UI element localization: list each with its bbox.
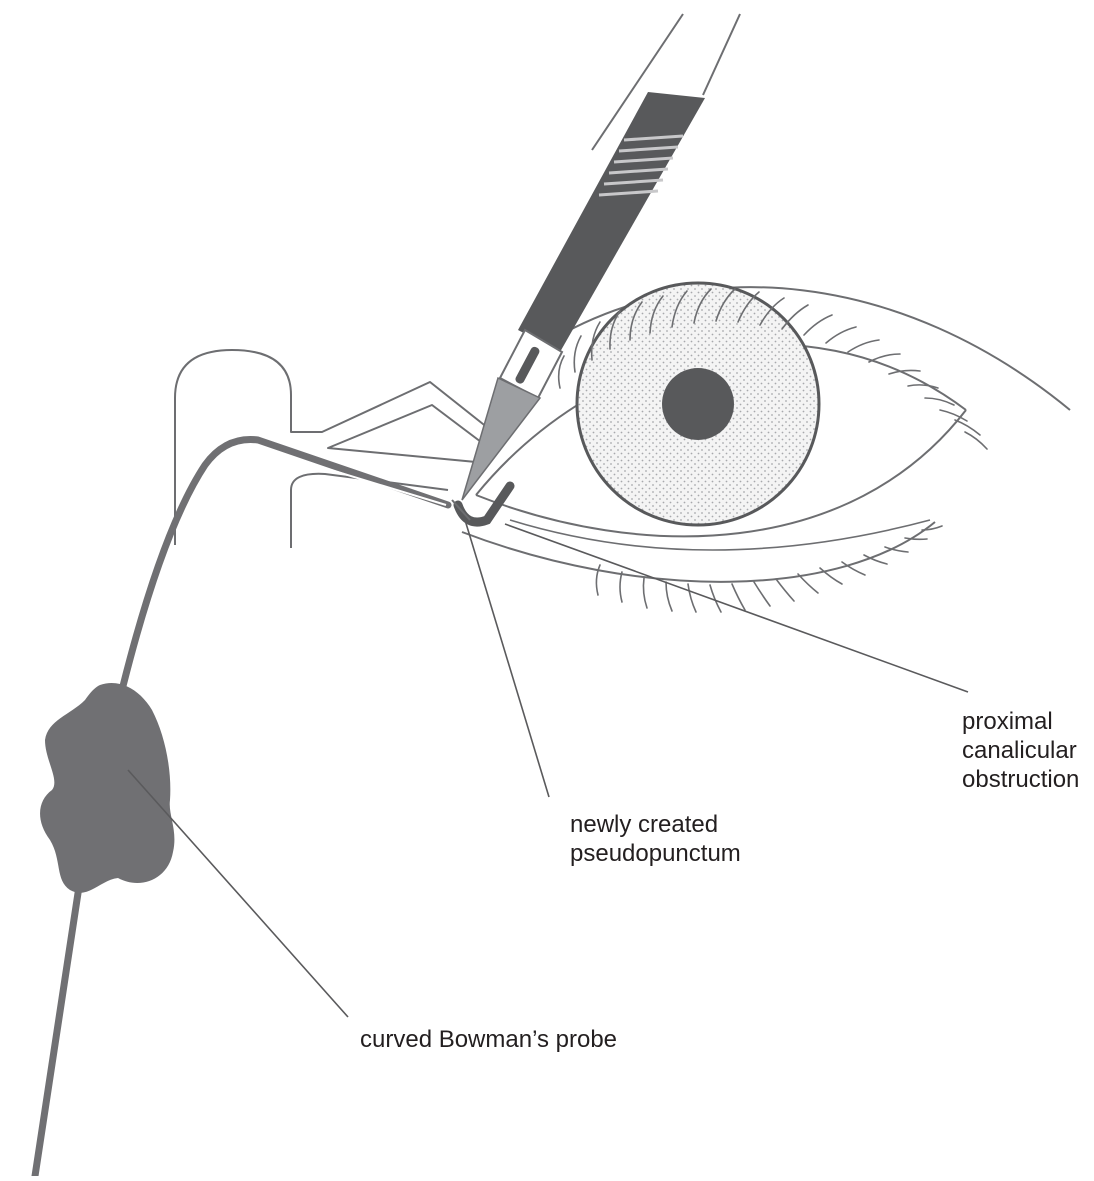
label-line: canalicular: [962, 736, 1079, 765]
label-curved-bowmans-probe: curved Bowman’s probe: [360, 1025, 617, 1054]
scalpel-handle-edge-right: [703, 14, 740, 95]
leader-pseudopunctum: [465, 520, 549, 797]
probe-inner-line: [318, 466, 446, 505]
leader-probe: [128, 770, 348, 1017]
label-line: pseudopunctum: [570, 839, 741, 868]
scalpel-blade: [462, 378, 540, 500]
lower-lid-margin: [462, 522, 935, 582]
label-line: proximal: [962, 707, 1079, 736]
label-line: curved Bowman’s probe: [360, 1025, 617, 1054]
bowmans-probe: [35, 440, 448, 1176]
label-newly-created-pseudopunctum: newly created pseudopunctum: [570, 810, 741, 868]
canaliculus-incision: [452, 486, 510, 522]
label-line: newly created: [570, 810, 741, 839]
pupil: [662, 368, 734, 440]
label-proximal-canalicular-obstruction: proximal canalicular obstruction: [962, 707, 1079, 794]
lower-eyelashes: [596, 526, 942, 612]
label-line: obstruction: [962, 765, 1079, 794]
probe-grip: [40, 683, 174, 893]
leader-lines: [128, 520, 968, 1017]
